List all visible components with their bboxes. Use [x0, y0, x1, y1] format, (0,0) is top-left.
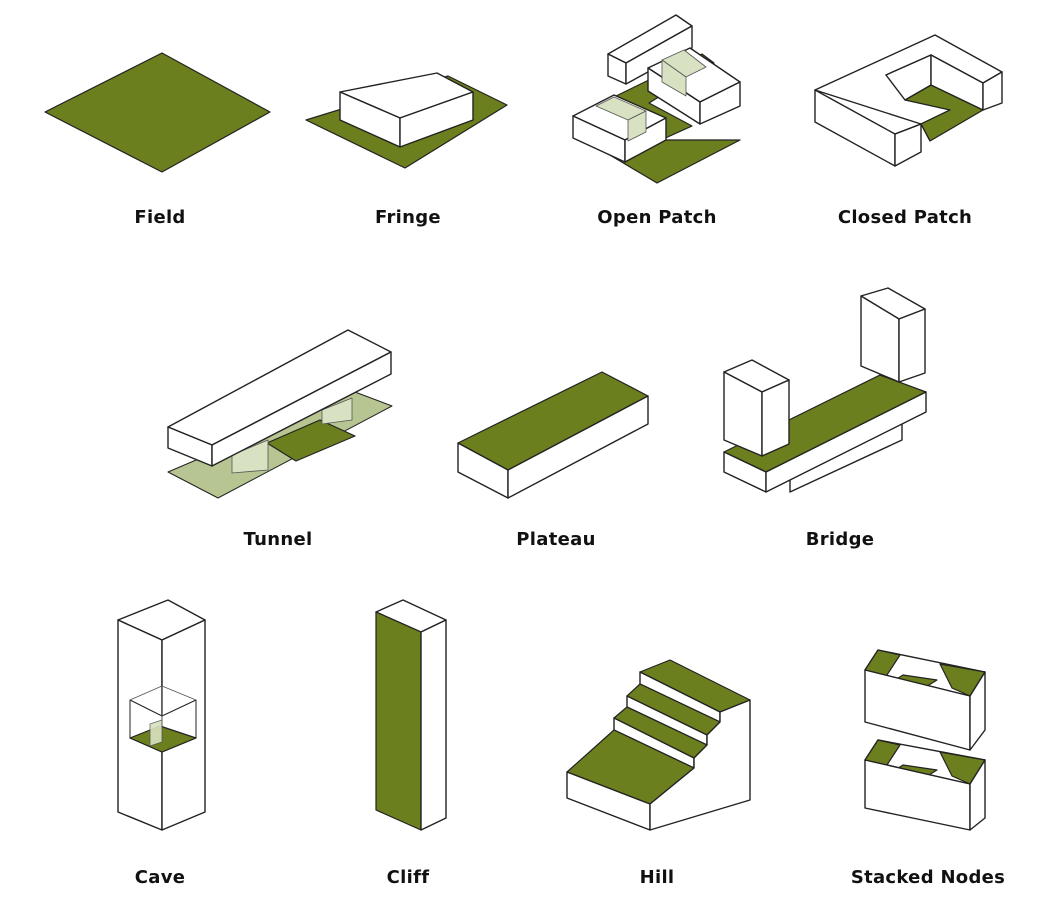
cliff-diagram	[375, 599, 447, 831]
label-stacked-nodes: Stacked Nodes	[850, 867, 1006, 888]
hill-diagram	[566, 659, 751, 831]
plateau-diagram	[457, 371, 649, 499]
bridge-diagram	[723, 287, 927, 493]
field-diagram	[44, 52, 271, 173]
label-fringe: Fringe	[375, 207, 441, 228]
label-hill: Hill	[639, 867, 675, 888]
cave-diagram	[117, 599, 206, 831]
open-patch-diagram	[572, 14, 741, 184]
label-cliff: Cliff	[386, 867, 430, 888]
label-field: Field	[134, 207, 186, 228]
label-bridge: Bridge	[805, 529, 875, 550]
label-cave: Cave	[134, 867, 186, 888]
label-open-patch: Open Patch	[597, 207, 717, 228]
closed-patch-diagram	[814, 34, 1003, 167]
stacked-nodes-diagram	[864, 649, 986, 831]
label-tunnel: Tunnel	[243, 529, 313, 550]
label-plateau: Plateau	[516, 529, 596, 550]
tunnel-diagram	[167, 329, 393, 499]
label-closed-patch: Closed Patch	[837, 207, 973, 228]
fringe-diagram	[305, 72, 508, 169]
